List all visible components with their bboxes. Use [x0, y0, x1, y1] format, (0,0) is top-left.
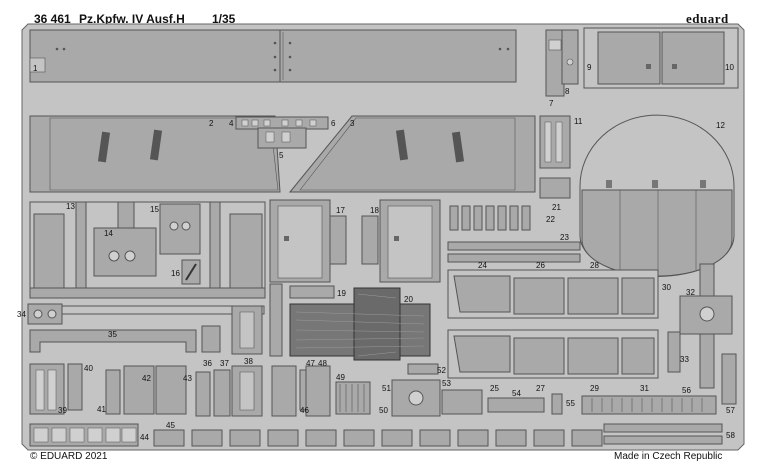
label-6: 6 [331, 119, 336, 128]
part-57 [721, 353, 737, 405]
label-34: 34 [17, 310, 26, 319]
label-4: 4 [229, 119, 234, 128]
label-8: 8 [565, 87, 570, 96]
label-52: 52 [437, 366, 446, 375]
part-23 [447, 241, 581, 251]
label-33: 33 [680, 355, 689, 364]
label-7: 7 [549, 99, 554, 108]
label-53: 53 [442, 379, 451, 388]
label-29: 29 [590, 384, 599, 393]
label-25: 25 [490, 384, 499, 393]
part-1 [29, 29, 281, 83]
label-10: 10 [725, 63, 734, 72]
part-21 [539, 177, 571, 199]
label-5: 5 [279, 151, 284, 160]
label-9: 9 [587, 63, 592, 72]
label-26: 26 [536, 261, 545, 270]
label-18: 18 [370, 206, 379, 215]
part-34 [27, 303, 63, 325]
label-55: 55 [566, 399, 575, 408]
label-2: 2 [209, 119, 214, 128]
label-50: 50 [379, 406, 388, 415]
label-13: 13 [66, 202, 75, 211]
part-41 [105, 369, 121, 415]
label-48: 48 [318, 359, 327, 368]
part-1b [279, 29, 517, 83]
label-43: 43 [183, 374, 192, 383]
label-51: 51 [382, 384, 391, 393]
part-42 [123, 365, 155, 415]
label-31: 31 [640, 384, 649, 393]
parts-45 [153, 429, 603, 447]
part-39 [29, 363, 65, 415]
part-40 [67, 363, 83, 411]
label-56: 56 [682, 386, 691, 395]
part-36 [201, 325, 221, 353]
kit-scale: 1/35 [212, 12, 236, 26]
label-40: 40 [84, 364, 93, 373]
part-11 [539, 115, 571, 169]
part-33 [667, 331, 681, 373]
part-56 [581, 395, 717, 415]
part-19 [289, 285, 335, 299]
origin-text: Made in Czech Republic [614, 451, 723, 462]
label-54: 54 [512, 389, 521, 398]
part-58 [603, 423, 723, 433]
part-3 [288, 115, 536, 193]
part-22 [449, 205, 531, 231]
label-21: 21 [552, 203, 561, 212]
label-42: 42 [142, 374, 151, 383]
label-45: 45 [166, 421, 175, 430]
part-55 [551, 393, 563, 415]
part-49 [335, 381, 371, 415]
label-24: 24 [478, 261, 487, 270]
label-37: 37 [220, 359, 229, 368]
label-12: 12 [716, 121, 725, 130]
label-44: 44 [140, 433, 149, 442]
label-32: 32 [686, 288, 695, 297]
label-19: 19 [337, 289, 346, 298]
label-15: 15 [150, 205, 159, 214]
label-57: 57 [726, 406, 735, 415]
copyright-text: © EDUARD 2021 [30, 451, 108, 462]
part-35 [29, 329, 197, 353]
label-1: 1 [33, 64, 38, 73]
label-49: 49 [336, 373, 345, 382]
label-23: 23 [560, 233, 569, 242]
label-46: 46 [300, 406, 309, 415]
label-47: 47 [306, 359, 315, 368]
label-35: 35 [108, 330, 117, 339]
part-53 [441, 389, 483, 415]
part-52 [407, 363, 439, 375]
label-14: 14 [104, 229, 113, 238]
label-17: 17 [336, 206, 345, 215]
label-11: 11 [574, 117, 583, 126]
part-43 [155, 365, 187, 415]
part-8 [561, 29, 579, 85]
label-3: 3 [350, 119, 355, 128]
label-27: 27 [536, 384, 545, 393]
label-28: 28 [590, 261, 599, 270]
part-54 [487, 397, 545, 413]
kit-title: Pz.Kpfw. IV Ausf.H [79, 12, 185, 26]
brand-logo: eduard [686, 11, 729, 26]
label-30: 30 [662, 283, 671, 292]
label-22: 22 [546, 215, 555, 224]
part-37 [213, 369, 231, 417]
label-16: 16 [171, 269, 180, 278]
label-41: 41 [97, 405, 106, 414]
part-15 [159, 203, 201, 255]
label-58: 58 [726, 431, 735, 440]
label-20: 20 [404, 295, 413, 304]
label-39: 39 [58, 406, 67, 415]
part-47 [305, 365, 331, 417]
label-36: 36 [203, 359, 212, 368]
label-38: 38 [244, 357, 253, 366]
catalog-number: 36 461 [34, 12, 71, 26]
